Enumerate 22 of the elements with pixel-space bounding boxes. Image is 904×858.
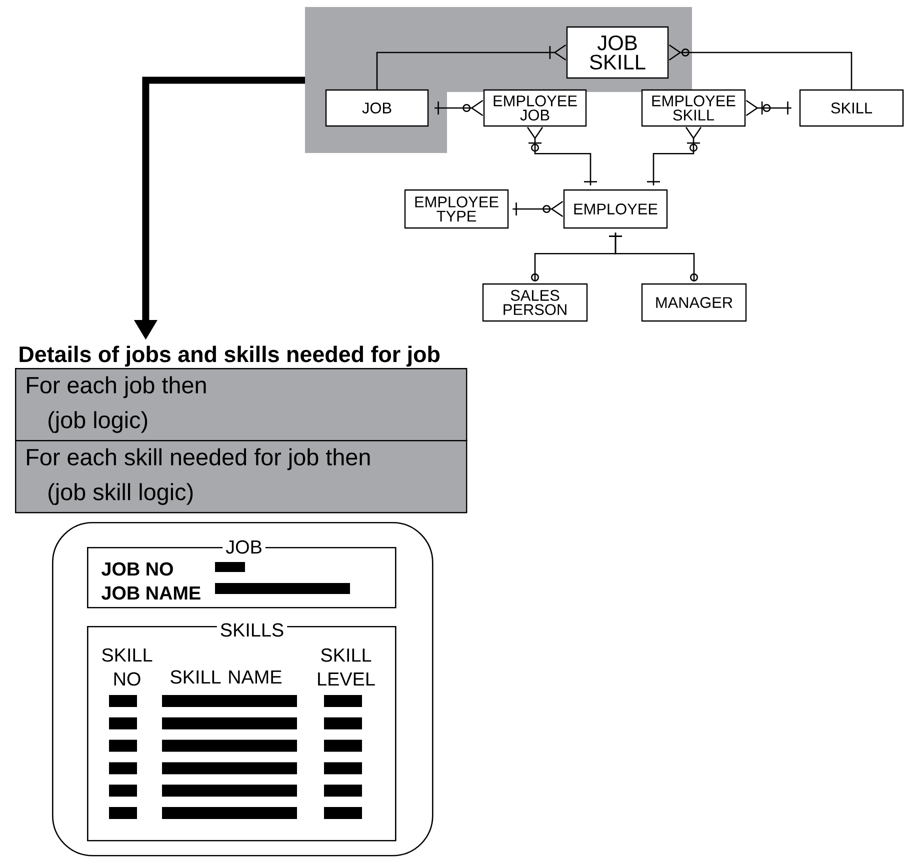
relationship-line [434,100,484,116]
relationship-line [609,232,698,282]
relationship-line [376,44,566,90]
field-label: JOB NAME [102,586,200,600]
relationship-line [526,126,597,186]
relationship-line [746,100,792,116]
entity-box: SALES PERSON [482,283,588,322]
table-row: For each job then (job logic) [15,368,468,442]
entity-box: EMPLOYEE [563,189,668,229]
entity-box: JOB SKILL [566,26,669,79]
table-row: For each skill needed for job then (job skill logic) [15,440,468,514]
relationship-line [647,126,702,186]
heading: Details of jobs and skills needed for job [20,346,440,367]
relationship-line [512,200,564,218]
entity-box: EMPLOYEE TYPE [404,189,509,229]
relationship-line [668,44,852,90]
entity-box: EMPLOYEE JOB [483,89,587,127]
entity-box: EMPLOYEE SKILL [641,89,746,127]
entity-box: SKILL [799,89,904,127]
entity-box: JOB [325,89,429,127]
field-label: JOB NO [102,562,173,576]
entity-box: MANAGER [641,283,747,322]
